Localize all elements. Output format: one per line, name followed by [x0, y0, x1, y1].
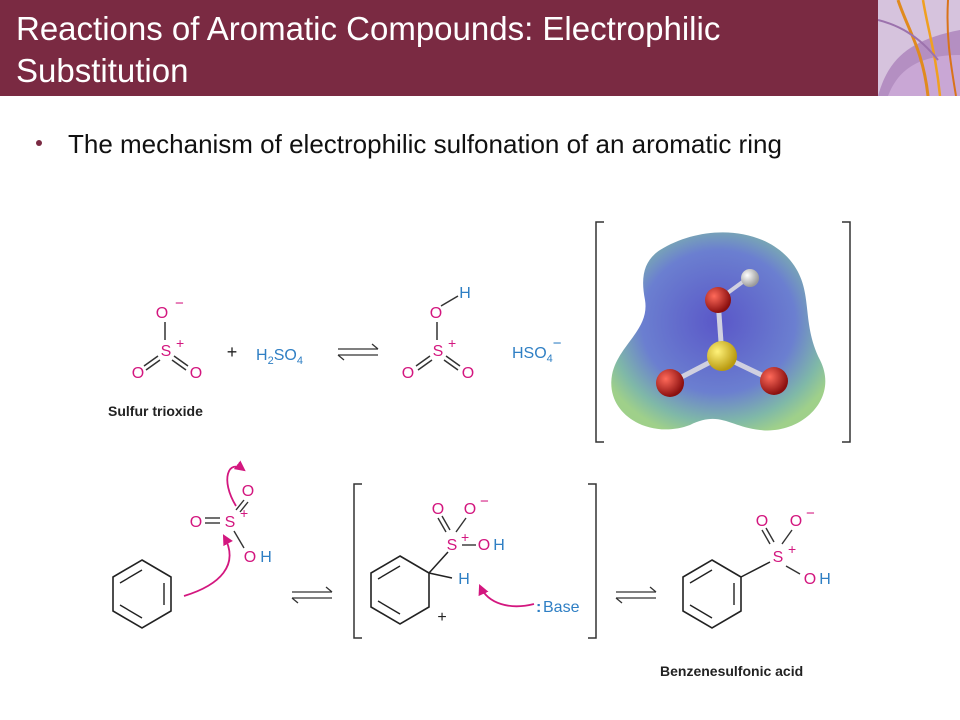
sigma-oxygen-2-charge: −: [480, 493, 489, 510]
so3-top-charge: −: [175, 295, 184, 312]
electrophile-oh-oxygen: O: [244, 549, 256, 566]
sulfur-trioxide-structure: O − S + O O: [132, 295, 202, 382]
protonated-h: H: [459, 285, 471, 302]
protonated-left-oxygen: O: [402, 365, 414, 382]
electrophile-left-oxygen: O: [190, 514, 202, 531]
protonated-sulfur-charge: +: [448, 335, 456, 351]
ring-attack-arrow: [183, 534, 233, 597]
equilibrium-arrow-3: [615, 586, 657, 604]
protonated-right-oxygen: O: [462, 365, 474, 382]
electrophile-sulfur-charge: +: [240, 505, 248, 521]
so3-right-oxygen: O: [190, 365, 202, 382]
benzenesulfonic-acid-structure: O O − S + O H: [682, 505, 831, 629]
electrophile-sulfur: S: [225, 514, 236, 531]
sulfur-trioxide-caption: Sulfur trioxide: [108, 403, 203, 419]
svg-text:H2SO4: H2SO4: [256, 347, 303, 367]
svg-text:HSO4−: HSO4−: [512, 335, 562, 365]
final-oxygen-2: O: [790, 513, 802, 530]
so3-left-oxygen: O: [132, 365, 144, 382]
bullet-dot: [36, 140, 42, 146]
sigma-hydrogen: H: [458, 571, 470, 588]
sigma-complex: O O − S + O H H +: [370, 493, 505, 626]
so3-sulfur: S: [161, 343, 172, 360]
benzene-ring: [112, 559, 172, 629]
so3-sulfur-charge: +: [176, 335, 184, 351]
plus-sign: +: [227, 342, 238, 362]
final-sulfur-charge: +: [788, 541, 796, 557]
final-oh-hydrogen: H: [819, 571, 831, 588]
final-oxygen-1: O: [756, 513, 768, 530]
sulfuric-acid-label: H2SO4: [256, 347, 303, 367]
protonated-so3-structure: H O S + O O: [402, 285, 474, 382]
benzenesulfonic-acid-caption: Benzenesulfonic acid: [660, 663, 803, 679]
sigma-sulfur-charge: +: [461, 529, 469, 545]
sigma-oh-hydrogen: H: [493, 537, 505, 554]
protonated-top-oxygen: O: [430, 305, 442, 322]
electrostatic-potential-map: [595, 221, 851, 443]
base-lone-pair: :: [536, 599, 541, 616]
sigma-oxygen-2: O: [464, 501, 476, 518]
bullet-text: The mechanism of electrophilic sulfonati…: [68, 129, 782, 159]
equilibrium-arrow-1: [337, 343, 379, 361]
sigma-oxygen-1: O: [432, 501, 444, 518]
slide-title: Reactions of Aromatic Compounds: Electro…: [16, 10, 721, 89]
so3-top-oxygen: O: [156, 305, 168, 322]
sigma-ring-charge: +: [437, 609, 446, 626]
final-sulfur: S: [773, 549, 784, 566]
protonated-electrophile: O O S + O H: [190, 460, 272, 566]
flower-corner-image: [878, 0, 960, 96]
equilibrium-arrow-2: [291, 586, 333, 604]
final-oxygen-2-charge: −: [806, 505, 815, 522]
base-attack-arrow: [478, 584, 535, 608]
title-bar: Reactions of Aromatic Compounds: Electro…: [0, 0, 878, 96]
base-label: Base: [543, 599, 580, 616]
protonated-sulfur: S: [433, 343, 444, 360]
final-oh-oxygen: O: [804, 571, 816, 588]
electrophile-oh-hydrogen: H: [260, 549, 272, 566]
electrophile-top-oxygen: O: [242, 483, 254, 500]
bisulfate-ion-label: HSO4−: [512, 335, 562, 365]
sigma-oh-oxygen: O: [478, 537, 490, 554]
sigma-sulfur: S: [447, 537, 458, 554]
